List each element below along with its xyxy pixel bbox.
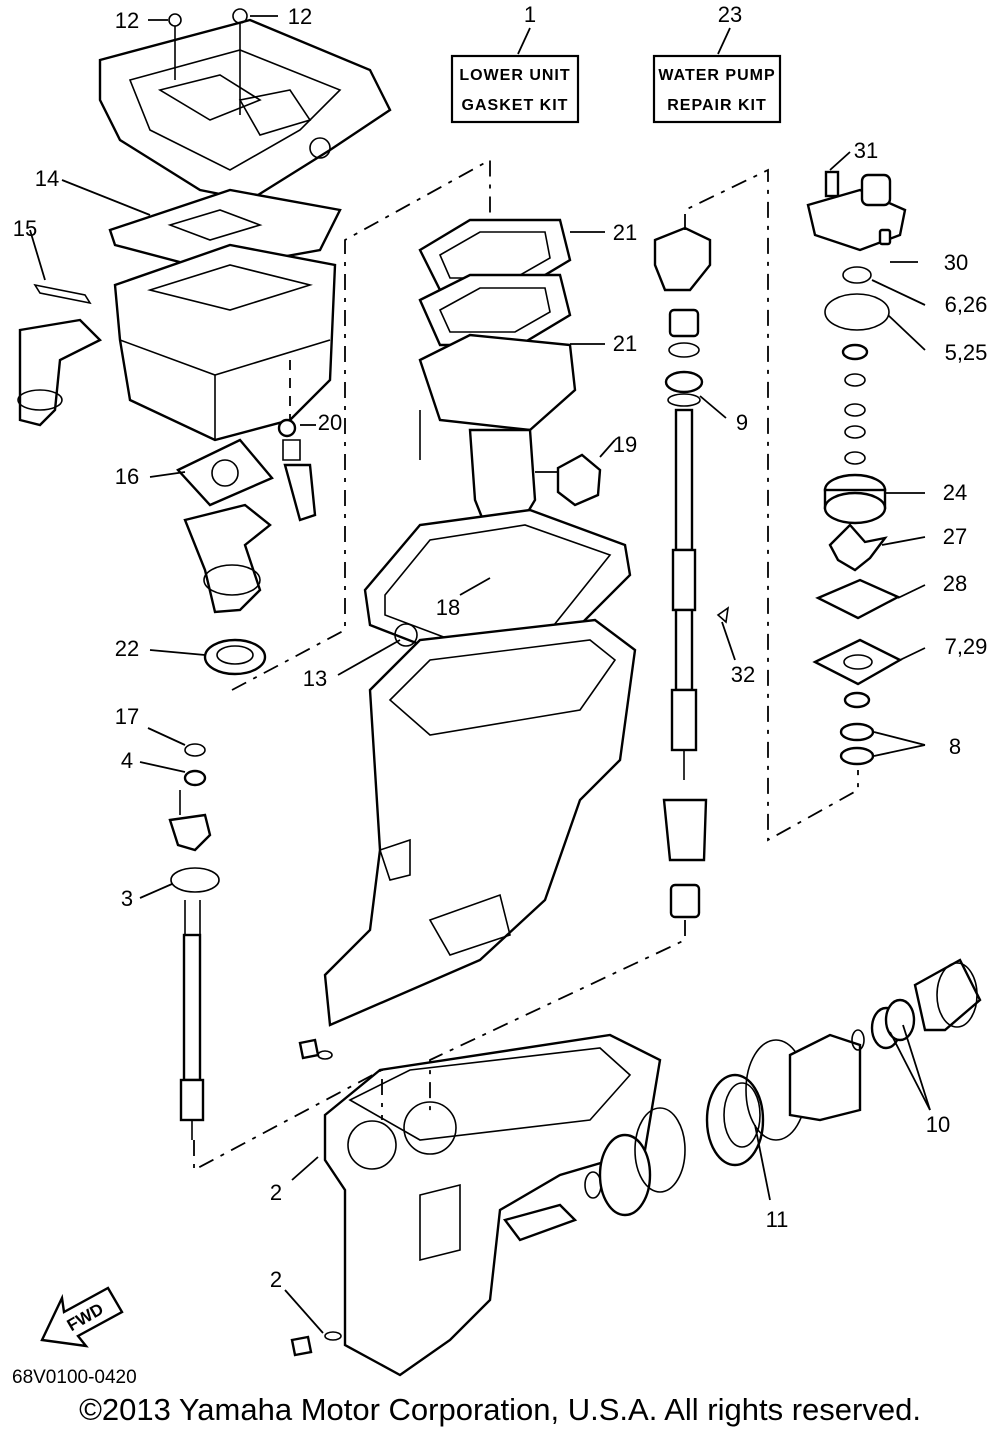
- callout-2a: 2: [270, 1180, 282, 1205]
- callout-18: 18: [436, 595, 460, 620]
- callout-24: 24: [943, 480, 967, 505]
- callout-7-29: 7,29: [945, 634, 988, 659]
- callout-labels: 1 23 12 12 14 15 20 16 22 17 4 3 21 21 1…: [13, 2, 988, 1292]
- upper-case-housing-lower: [183, 503, 272, 614]
- callout-4: 4: [121, 748, 133, 773]
- shift-rod: [179, 900, 205, 1140]
- callout-31: 31: [854, 138, 878, 163]
- callout-21b: 21: [613, 331, 637, 356]
- callout-2b: 2: [270, 1267, 282, 1292]
- callout-3: 3: [121, 886, 133, 911]
- o-ring-17: [184, 743, 206, 757]
- exhaust-tube: [17, 318, 103, 427]
- callout-5-25: 5,25: [945, 340, 988, 365]
- seals-8: [839, 691, 875, 766]
- callout-15: 15: [13, 216, 37, 241]
- callout-23: 23: [718, 2, 742, 27]
- callout-27: 27: [943, 524, 967, 549]
- callout-10: 10: [926, 1112, 950, 1137]
- impeller-housing-24: [823, 473, 887, 525]
- copyright-notice: ©2013 Yamaha Motor Corporation, U.S.A. A…: [79, 1392, 921, 1427]
- callout-30: 30: [944, 250, 968, 275]
- callout-14: 14: [35, 166, 59, 191]
- callout-9: 9: [736, 410, 748, 435]
- kit-1-line1: LOWER UNIT: [459, 67, 570, 84]
- drain-screws-2: [290, 1038, 342, 1357]
- exhaust-guide-housing: [113, 243, 337, 442]
- kit-1-line2: GASKET KIT: [462, 97, 569, 114]
- callout-12b: 12: [288, 4, 312, 29]
- callout-12a: 12: [115, 8, 139, 33]
- callout-6-26: 6,26: [945, 292, 988, 317]
- callout-28: 28: [943, 571, 967, 596]
- gasket-16: [176, 438, 274, 507]
- water-pump-repair-kit-box: WATER PUMP REPAIR KIT: [652, 27, 782, 124]
- callout-21a: 21: [613, 220, 637, 245]
- upper-casing-top: [98, 8, 392, 202]
- seal-ring-15: [33, 283, 92, 305]
- rubber-mount-19: [556, 453, 602, 507]
- assembly-guide-lines: [193, 158, 859, 1172]
- drive-shaft-housing: [323, 618, 637, 1027]
- kit-23-line1: WATER PUMP: [658, 67, 775, 84]
- water-pump-inserts: [841, 343, 869, 465]
- callout-leaders: [29, 15, 931, 1334]
- callout-8: 8: [949, 734, 961, 759]
- callout-16: 16: [115, 464, 139, 489]
- gasket-7-29: [812, 638, 903, 686]
- o-ring-3: [170, 867, 220, 893]
- gasket-14: [108, 188, 342, 272]
- o-ring-5-25: [824, 293, 890, 331]
- callout-17: 17: [115, 704, 139, 729]
- callout-11: 11: [766, 1207, 789, 1232]
- gasket-21-lower: [418, 273, 572, 347]
- diagram-code: 68V0100-0420: [12, 1367, 137, 1388]
- lower-unit-gasket-kit-box: LOWER UNIT GASKET KIT: [450, 27, 580, 124]
- water-pump-housing-31: [806, 170, 907, 252]
- callout-1: 1: [524, 2, 536, 27]
- shift-rod-grommet-4: [168, 769, 212, 852]
- callout-19: 19: [613, 432, 637, 457]
- callout-22: 22: [115, 636, 139, 661]
- exhaust-manifold: [418, 333, 577, 527]
- propeller-shaft-parts: [502, 958, 982, 1242]
- forward-direction-arrow: FWD: [40, 1286, 124, 1348]
- callout-20: 20: [318, 410, 342, 435]
- gasket-28: [815, 578, 901, 620]
- kit-23-line2: REPAIR KIT: [667, 97, 766, 114]
- lower-case: [323, 1033, 662, 1377]
- o-ring-6-26: [842, 266, 872, 284]
- grommet-20: [277, 418, 317, 522]
- impeller-27: [828, 523, 888, 572]
- drive-shaft-components: [653, 226, 730, 919]
- callout-13: 13: [303, 666, 327, 691]
- callout-32: 32: [731, 662, 755, 687]
- oil-seal-22: [203, 638, 267, 676]
